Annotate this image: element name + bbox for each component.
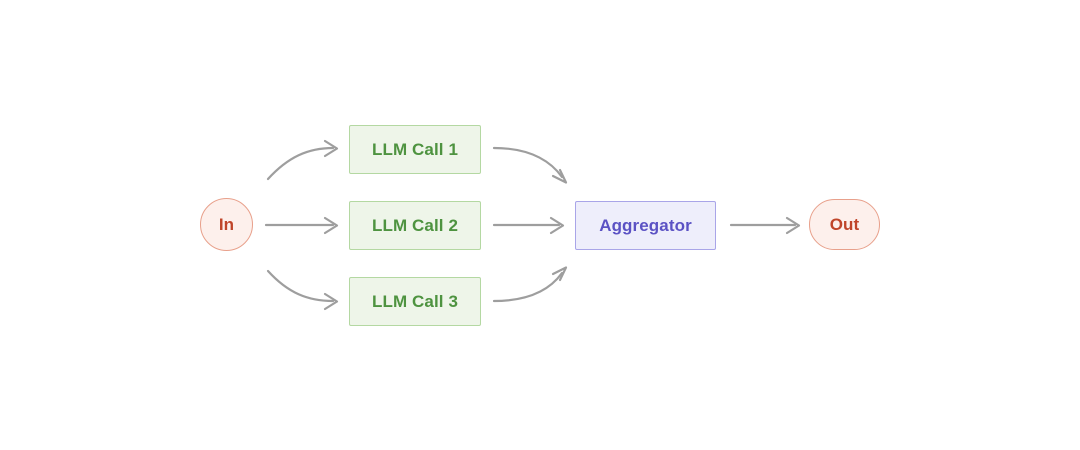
edge-in-to-llm-call-3: [266, 269, 339, 311]
node-llm-call-3-label: LLM Call 3: [371, 291, 458, 311]
node-llm-call-3[interactable]: LLM Call 3: [349, 277, 481, 326]
node-llm-call-2-label: LLM Call 2: [371, 215, 458, 235]
edge-llm-call-3-to-aggregator: [492, 266, 568, 303]
edge-aggregator-to-out: [729, 216, 801, 235]
node-llm-call-2[interactable]: LLM Call 2: [349, 201, 481, 250]
edge-llm-call-1-to-aggregator: [492, 146, 568, 184]
node-in[interactable]: In: [200, 198, 253, 251]
edge-llm-call-2-to-aggregator: [492, 216, 565, 235]
node-llm-call-1-label: LLM Call 1: [371, 139, 458, 159]
node-aggregator[interactable]: Aggregator: [575, 201, 716, 250]
edge-in-to-llm-call-2: [264, 216, 339, 235]
node-llm-call-1[interactable]: LLM Call 1: [349, 125, 481, 174]
node-in-label: In: [218, 214, 235, 234]
edge-in-to-llm-call-1: [266, 139, 339, 181]
node-out-label: Out: [829, 214, 860, 234]
node-aggregator-label: Aggregator: [599, 215, 692, 235]
node-out[interactable]: Out: [809, 199, 880, 250]
